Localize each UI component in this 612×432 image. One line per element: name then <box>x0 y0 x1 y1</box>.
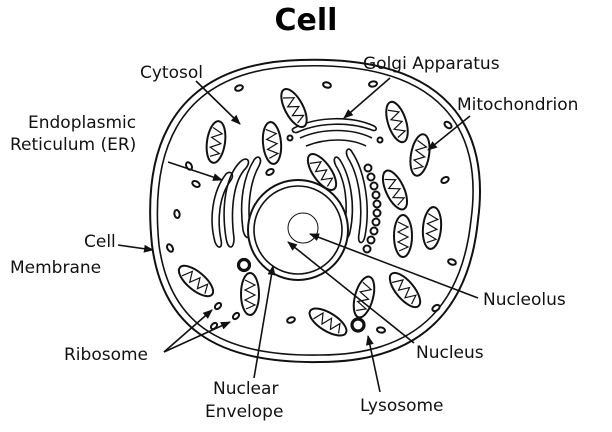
label-ribosome: Ribosome <box>64 345 148 365</box>
lysosome <box>350 317 366 333</box>
ribosome-leader-1 <box>163 309 213 353</box>
ribosomes <box>165 80 457 334</box>
label-mitochondrion: Mitochondrion <box>457 95 578 115</box>
nucleus <box>253 185 343 275</box>
label-envelope-line2: Envelope <box>205 402 283 422</box>
label-nucleolus: Nucleolus <box>483 290 566 310</box>
label-nucleus: Nucleus <box>416 343 484 363</box>
label-cytosol: Cytosol <box>140 63 203 83</box>
label-er-line1: Endoplasmic <box>28 113 136 133</box>
envelope-leader <box>253 265 276 379</box>
er-leader <box>167 161 223 181</box>
cell-membrane-inner <box>156 65 474 356</box>
label-envelope-line1: Nuclear <box>213 379 278 399</box>
leader-lines <box>117 77 479 393</box>
golgi-apparatus <box>286 117 384 147</box>
label-er-line2: Reticulum (ER) <box>10 135 136 155</box>
ribosome-leader-2 <box>163 321 231 353</box>
mitochondrion-leader <box>427 115 471 151</box>
nucleus-leader <box>287 241 415 344</box>
mitochondrion <box>240 272 260 316</box>
membrane-leader <box>117 244 154 253</box>
vesicle-chain <box>362 163 382 254</box>
golgi-leader <box>343 77 391 119</box>
label-membrane-line2: Membrane <box>10 258 101 278</box>
cytosol-leader <box>195 80 241 125</box>
label-golgi-apparatus: Golgi Apparatus <box>363 54 500 74</box>
nucleolus <box>287 212 319 244</box>
mitochondrion <box>393 214 413 258</box>
label-membrane-line1: Cell <box>84 232 116 252</box>
diagram-title: Cell <box>275 3 338 38</box>
label-lysosome: Lysosome <box>360 396 444 416</box>
lysosome <box>236 257 252 273</box>
lysosome-leader <box>365 335 381 393</box>
nucleolus-leader <box>309 233 479 299</box>
